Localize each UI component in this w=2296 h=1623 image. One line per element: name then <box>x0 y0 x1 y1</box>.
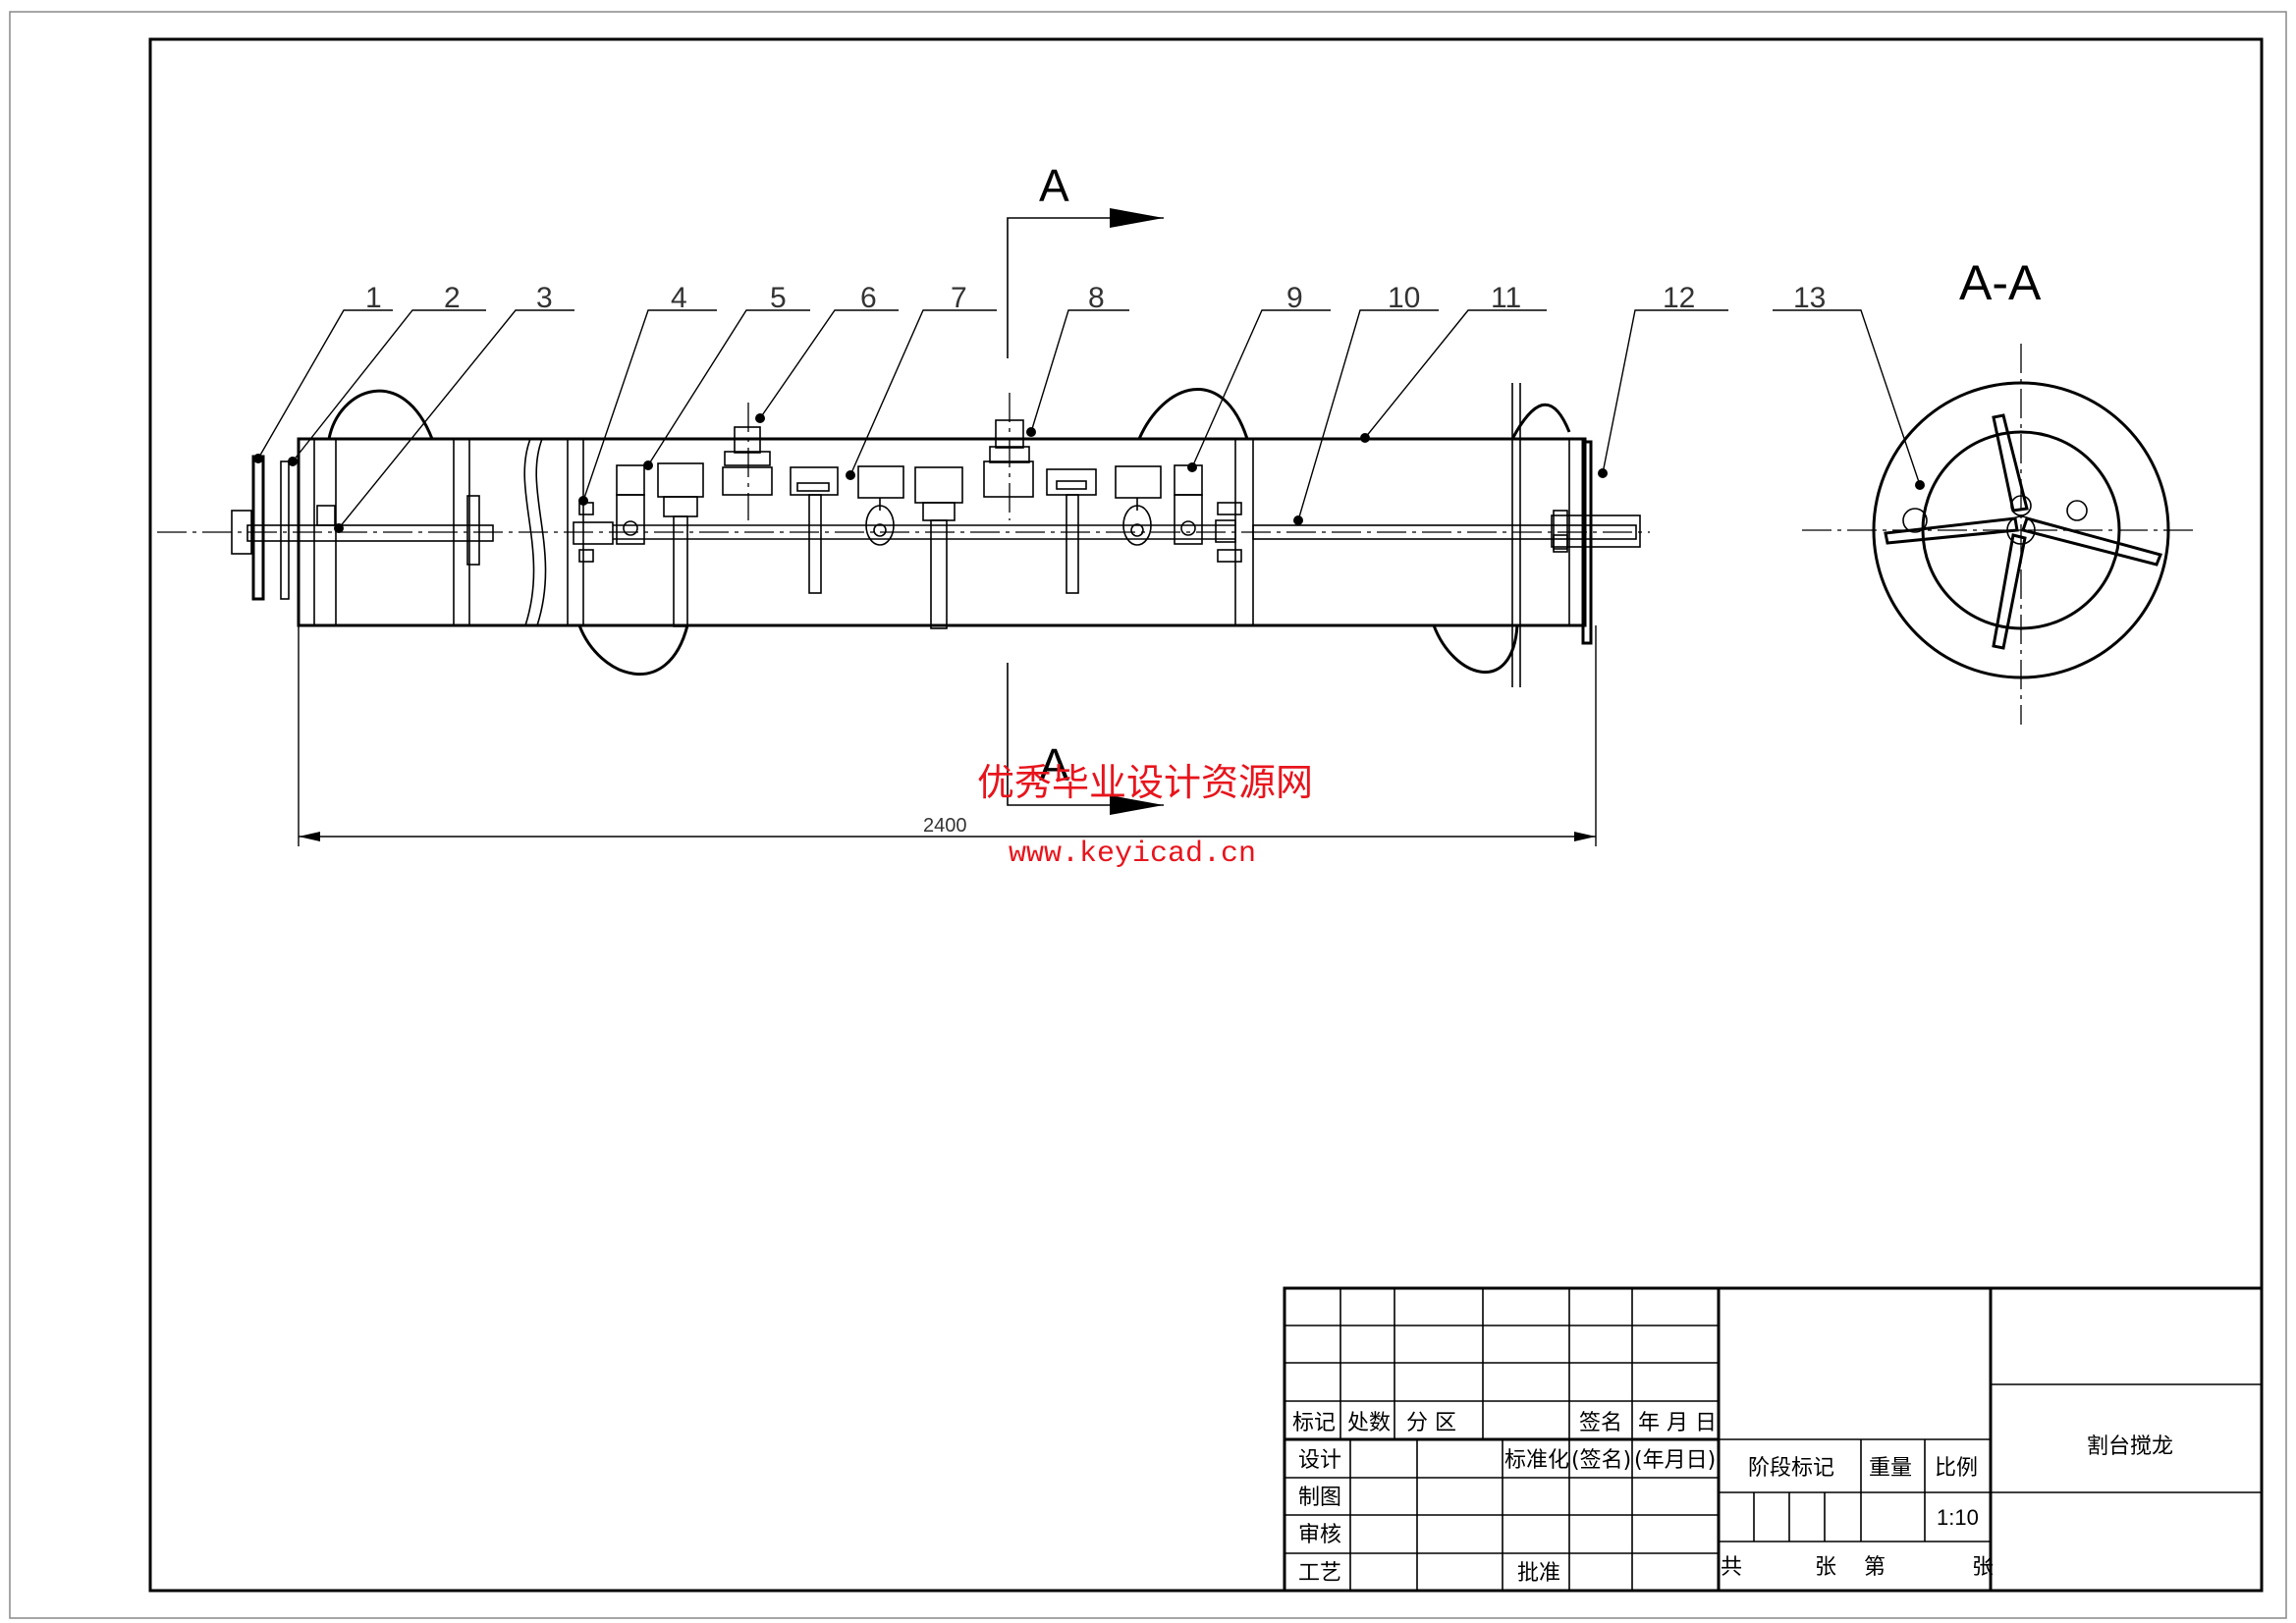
title-block: 标记 处数 分 区 签名 年 月 日 设计 标准化 (签名) (年月日) 制图 … <box>1283 1286 2264 1593</box>
tb-sheet-zhang2: 张 <box>1972 1555 1994 1580</box>
tb-scale-value: 1:10 <box>1937 1505 1979 1530</box>
part-label-4: 4 <box>671 282 687 314</box>
left-shaft <box>246 524 494 542</box>
part-label-12: 12 <box>1663 282 1695 314</box>
part-label-8: 8 <box>1088 282 1105 314</box>
retractable-fingers <box>1884 413 2163 650</box>
auger-tube <box>297 437 1587 627</box>
tb-design: 设计 <box>1298 1448 1341 1473</box>
part-label-11: 11 <box>1491 282 1521 314</box>
tb-review: 审核 <box>1298 1523 1341 1547</box>
tb-weight: 重量 <box>1869 1456 1912 1481</box>
part-label-13: 13 <box>1793 282 1826 314</box>
tb-approve: 批准 <box>1517 1561 1560 1586</box>
tb-count: 处数 <box>1347 1411 1391 1435</box>
part-label-2: 2 <box>444 282 461 314</box>
flight-top-1 <box>327 389 434 440</box>
section-marker-top: A <box>1039 160 1069 211</box>
part-label-3: 3 <box>536 282 553 314</box>
part-label-10: 10 <box>1388 282 1420 314</box>
section-view-a-a: A-A <box>1802 255 2195 725</box>
right-shaft <box>1252 524 1637 540</box>
tb-standardize: 标准化 <box>1504 1448 1569 1473</box>
tb-signature: 签名 <box>1579 1411 1622 1435</box>
part-label-1: 1 <box>365 282 382 314</box>
tb-stage-mark: 阶段标记 <box>1748 1456 1834 1481</box>
tb-scale-label: 比例 <box>1935 1456 1978 1481</box>
left-sprocket <box>251 455 265 601</box>
section-line-a: A A <box>1007 160 1164 815</box>
part-label-9: 9 <box>1286 282 1303 314</box>
tb-mark: 标记 <box>1292 1411 1336 1435</box>
watermark-url: www.keyicad.cn <box>1009 838 1256 871</box>
part-leaders: 1 2 3 4 5 6 7 8 9 10 11 12 13 <box>253 282 1925 533</box>
overall-dimension: 2400 <box>298 625 1597 846</box>
finger-mechanism <box>573 393 1242 629</box>
flight-bottom-2 <box>1432 624 1519 674</box>
auger-main-view: A A 2400 <box>157 160 1650 846</box>
flight-top-3 <box>1510 403 1571 440</box>
tb-process: 工艺 <box>1298 1561 1341 1586</box>
part-label-6: 6 <box>860 282 877 314</box>
watermark-title: 优秀毕业设计资源网 <box>977 761 1313 804</box>
part-label-7: 7 <box>951 282 967 314</box>
flight-top-2 <box>1137 387 1249 440</box>
tb-draw: 制图 <box>1298 1486 1341 1510</box>
sheet-trim-border <box>9 11 2287 1619</box>
tb-sheet-no: 第 <box>1864 1555 1886 1580</box>
tb-date: 年 月 日 <box>1638 1411 1717 1435</box>
dimension-text: 2400 <box>923 815 967 837</box>
part-label-5: 5 <box>770 282 787 314</box>
tb-drawing-name: 割台搅龙 <box>2087 1434 2173 1459</box>
section-title: A-A <box>1959 255 2042 310</box>
tb-date-paren: (年月日) <box>1634 1448 1716 1473</box>
tb-sheet-total: 共 <box>1721 1555 1742 1580</box>
section-marker-bottom: A <box>1039 739 1069 790</box>
tb-zone: 分 区 <box>1406 1411 1456 1435</box>
flight-bottom-1 <box>577 624 689 676</box>
drawing-frame <box>148 37 2264 1593</box>
outer-tube-circle <box>1872 381 2170 679</box>
tb-sign-paren: (签名) <box>1571 1448 1631 1473</box>
break-line-left <box>523 438 535 626</box>
tb-sheet-zhang1: 张 <box>1815 1555 1836 1580</box>
right-end-plate <box>1581 440 1593 645</box>
